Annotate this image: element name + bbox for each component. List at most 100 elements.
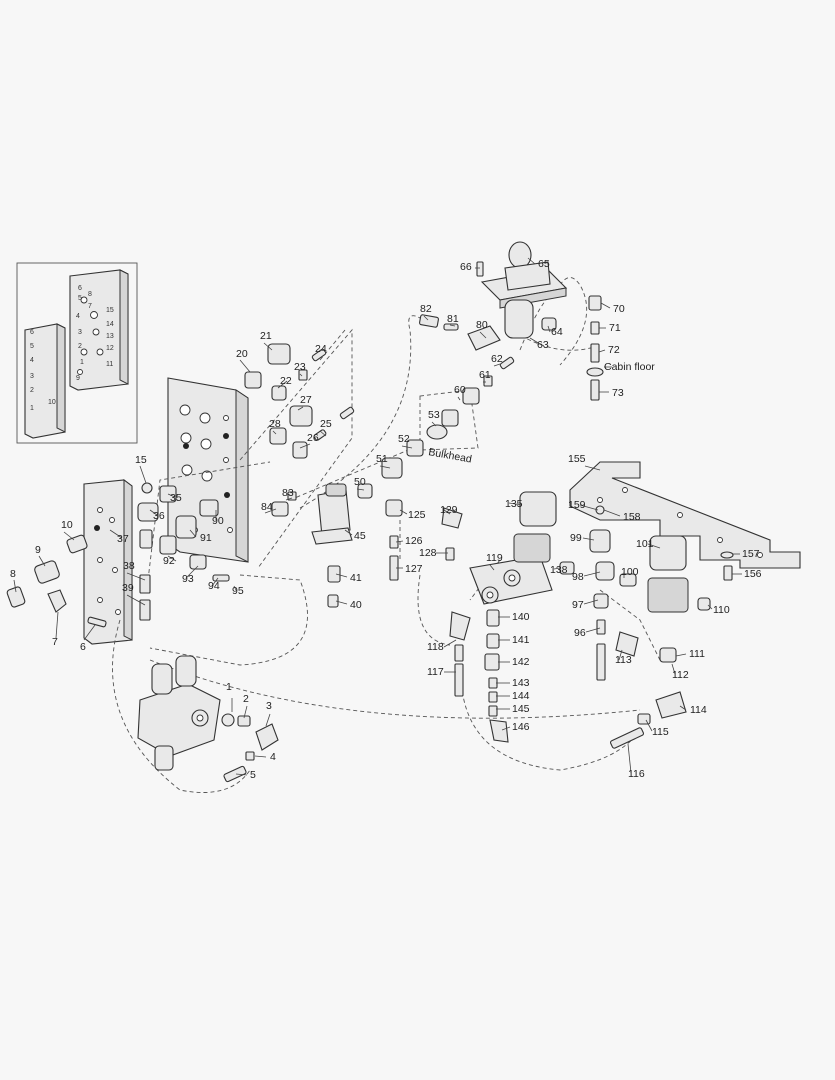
callout-135: 135 (505, 498, 523, 510)
inset-port-number: 2 (30, 387, 34, 394)
inset-port-number: 1 (80, 359, 84, 366)
callout-90: 90 (212, 515, 224, 527)
callout-50: 50 (354, 476, 366, 488)
callout-95: 95 (232, 585, 244, 597)
leader-line (263, 342, 273, 351)
cabin-floor-label: Cabin floor (604, 361, 655, 373)
callout-24: 24 (315, 343, 327, 355)
leader-line (233, 585, 237, 591)
callout-60: 60 (454, 384, 466, 396)
leader-line (493, 363, 501, 367)
leader-line (277, 380, 288, 389)
callout-41: 41 (350, 572, 362, 584)
callout-94: 94 (208, 580, 220, 592)
callout-62: 62 (491, 353, 503, 365)
leader-line (38, 555, 46, 567)
inset-port-number: 4 (76, 313, 80, 320)
callout-23: 23 (294, 361, 306, 373)
leader-line (189, 529, 197, 538)
leader-line (553, 567, 561, 570)
callout-83: 83 (282, 487, 294, 499)
leader-line (529, 337, 541, 345)
callout-110: 110 (713, 604, 730, 616)
leader-line (243, 705, 248, 719)
inset-port-number: 5 (30, 343, 34, 350)
callout-40: 40 (350, 599, 362, 611)
leader-line (264, 508, 277, 514)
inset-port-number: 11 (106, 361, 113, 368)
leader-line (585, 627, 601, 633)
callout-82: 82 (420, 303, 432, 315)
callout-39: 39 (122, 582, 134, 594)
callout-97: 97 (572, 599, 584, 611)
leader-line (109, 529, 123, 539)
callout-20: 20 (236, 348, 248, 360)
leader-line (600, 302, 611, 309)
leader-line (675, 653, 687, 657)
callout-63: 63 (537, 339, 549, 351)
leader-line (479, 331, 487, 339)
leader-lines (13, 257, 742, 776)
callout-156: 156 (744, 568, 762, 580)
leader-line (583, 599, 599, 605)
mounting-plate-lower (83, 479, 133, 645)
leader-line (83, 624, 96, 641)
callout-115: 115 (652, 726, 669, 738)
callout-22: 22 (280, 375, 292, 387)
leader-line (707, 604, 713, 610)
leader-line (584, 465, 601, 471)
callout-9: 9 (35, 544, 41, 556)
callout-93: 93 (182, 573, 194, 585)
callout-98: 98 (572, 571, 584, 583)
leader-line (647, 543, 661, 549)
leader-line (423, 315, 429, 321)
leader-line (547, 325, 551, 333)
leader-line (627, 743, 632, 774)
leader-line (356, 488, 365, 491)
callout-51: 51 (376, 453, 388, 465)
leader-line (126, 572, 146, 581)
inset-port-number: 6 (78, 285, 82, 292)
callout-2: 2 (243, 693, 249, 705)
callout-66: 66 (460, 261, 472, 273)
callout-141: 141 (512, 634, 530, 646)
inset-port-number: 4 (30, 357, 34, 364)
callout-125: 125 (408, 509, 426, 521)
callout-127: 127 (405, 563, 423, 575)
leader-line (239, 359, 251, 373)
leader-line (645, 719, 653, 732)
callout-45: 45 (354, 530, 366, 542)
callout-7: 7 (52, 636, 58, 648)
leader-line (335, 600, 348, 605)
leader-line (401, 445, 413, 449)
callout-142: 142 (512, 656, 530, 668)
callout-129: 129 (440, 504, 458, 516)
leader-line (297, 406, 304, 411)
leader-line (299, 443, 311, 449)
leader-line (679, 705, 687, 711)
leader-line (443, 639, 457, 648)
leader-line (344, 529, 353, 536)
callout-112: 112 (672, 669, 689, 681)
inset-port-number: 3 (78, 329, 82, 336)
callout-144: 144 (512, 690, 530, 702)
callout-65: 65 (538, 258, 550, 270)
callout-53: 53 (428, 409, 440, 421)
callout-143: 143 (512, 677, 530, 689)
callout-21: 21 (260, 330, 272, 342)
callout-8: 8 (10, 568, 16, 580)
callout-70: 70 (613, 303, 625, 315)
callout-138: 138 (550, 564, 568, 576)
leader-line (63, 531, 75, 541)
callout-71: 71 (609, 322, 621, 334)
callout-101: 101 (636, 538, 654, 550)
callout-126: 126 (405, 535, 423, 547)
leader-line (603, 509, 621, 517)
leader-line (149, 509, 158, 516)
inset-port-number: 14 (106, 321, 114, 328)
callout-158: 158 (623, 511, 641, 523)
leader-line (508, 502, 523, 506)
callout-73: 73 (612, 387, 624, 399)
leader-line (235, 773, 248, 776)
